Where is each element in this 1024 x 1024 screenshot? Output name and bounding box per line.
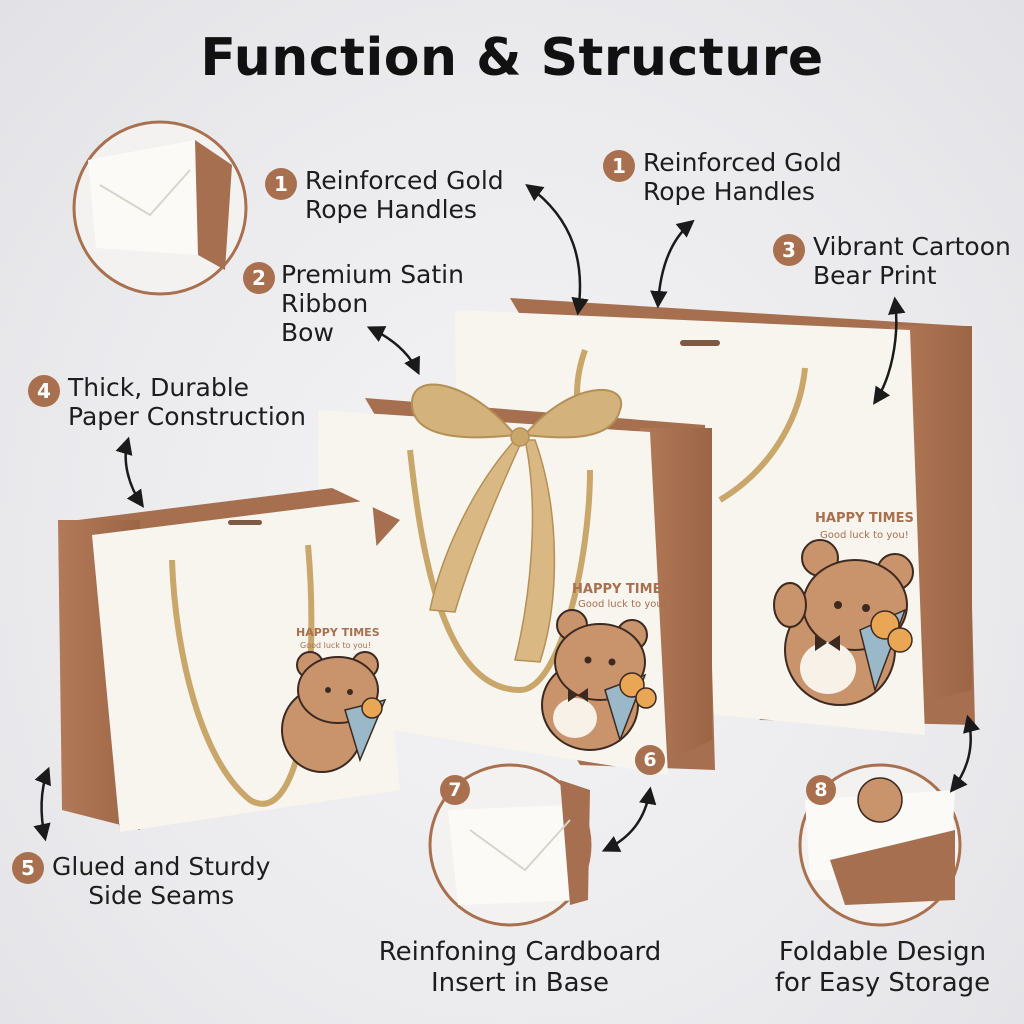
callout-thick-paper: 4 Thick, Durable Paper Construction [28,373,306,431]
callout-number: 4 [28,375,60,407]
callout-rope-handles-right: 1 Reinforced Gold Rope Handles [603,148,842,206]
callout-bear-print: 3 Vibrant Cartoon Bear Print [773,232,1011,290]
caption-line: Foldable Design [778,937,987,967]
small-bag-subline: Good luck to you! [300,641,371,650]
callout-line: Reinforced Gold [643,148,842,177]
medium-bag-subline: Good luck to you! [578,599,667,610]
callout-number: 1 [265,168,297,200]
callout-number: 5 [12,852,44,884]
caption-line: for Easy Storage [774,968,991,998]
callout-line: Premium Satin [281,260,464,289]
detail-circle-foldable [798,763,962,927]
medium-bear-illustration [541,609,657,751]
callout-line: Bear Print [813,261,937,290]
satin-bow [410,383,623,663]
detail-circle-cardboard-insert [428,763,592,927]
badge-number: 7 [440,775,470,805]
large-bag-headline: HAPPY TIMES [815,511,914,526]
medium-bag: HAPPY TIMES Good luck to you! [318,383,715,775]
large-bag-subline: Good luck to you! [820,530,909,541]
callout-line: Thick, Durable [68,373,250,402]
callout-number: 2 [243,262,275,294]
detail-circle-reinforced-corner [72,120,248,296]
callout-line: Rope Handles [305,195,477,224]
callout-line: Rope Handles [643,177,815,206]
small-bear-illustration [281,651,387,773]
callout-line: Side Seams [88,881,235,910]
callout-line: Bow [281,318,334,347]
callout-satin-bow: 2 Premium Satin Ribbon Bow [243,260,464,347]
large-bear-illustration [773,539,914,706]
callout-rope-handles-left: 1 Reinforced Gold Rope Handles [265,166,504,224]
small-bag: HAPPY TIMES Good luck to you! [58,488,400,832]
badge-number: 8 [806,775,836,805]
callout-line: Paper Construction [68,402,306,431]
callout-number: 3 [773,234,805,266]
badge-number: 6 [635,745,665,775]
callout-side-seams: 5 Glued and Sturdy Side Seams [12,852,270,910]
medium-bag-headline: HAPPY TIMES [572,582,671,597]
page-title: Function & Structure [200,28,824,88]
callout-line: Ribbon [281,289,369,318]
callout-line: Glued and Sturdy [52,852,271,881]
caption-foldable-design: Foldable Design for Easy Storage [760,937,1005,999]
callout-line: Reinforced Gold [305,166,504,195]
pointer-arrows [33,183,980,852]
small-bag-headline: HAPPY TIMES [296,626,380,639]
callout-line: Vibrant Cartoon [813,232,1011,261]
callout-number: 1 [603,150,635,182]
caption-cardboard-insert: Reinfoning Cardboard Insert in Base [360,937,680,999]
caption-line: Reinfoning Cardboard [378,937,662,967]
caption-line: Insert in Base [430,968,610,998]
